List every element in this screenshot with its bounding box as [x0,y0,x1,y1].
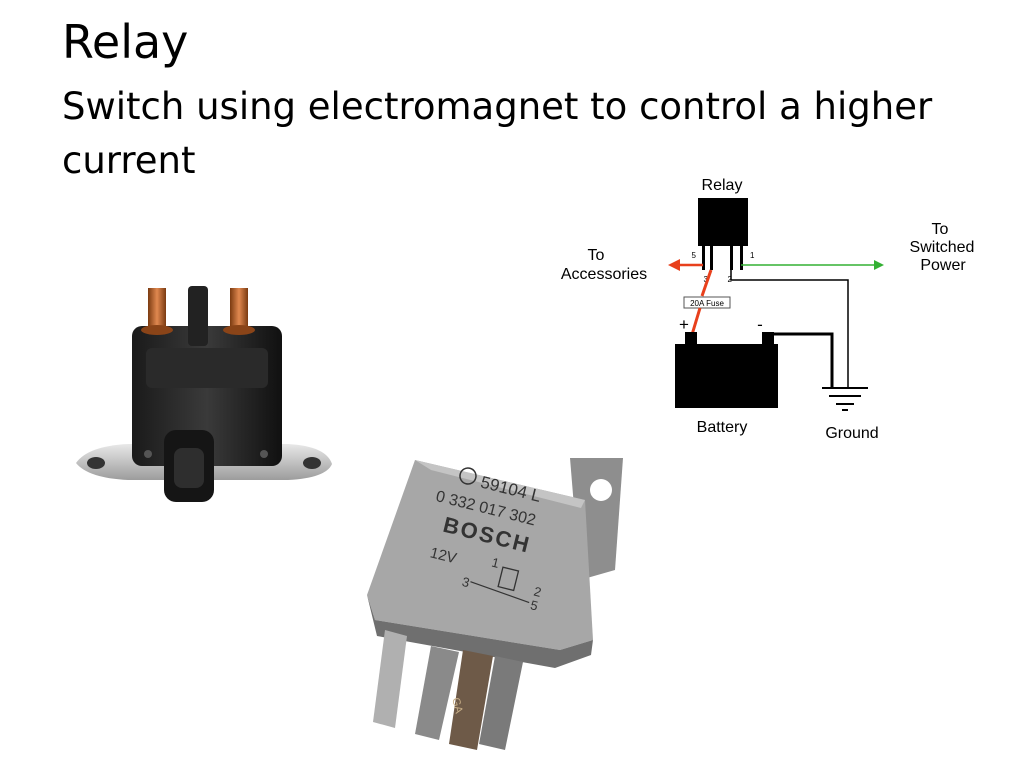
bosch-voltage: 12V [428,544,458,567]
pin-3-label: 3 [704,275,709,284]
to-switched-line3: Power [920,257,966,274]
bosch-relay-photo: 59104 L 0 332 017 302 BOSCH 12V 1 2 3 5 … [367,458,623,750]
accessories-arrow-icon [668,259,680,271]
bosch-tab-mark: GA [449,696,465,715]
to-accessories-line1: To [588,247,605,264]
diagram-relay-label: Relay [702,177,743,194]
ground-label: Ground [825,425,878,442]
slide-title: Relay [62,15,189,69]
bosch-terminal-1: 1 [490,555,501,571]
battery-plus-label: + [679,315,689,334]
to-accessories-line2: Accessories [561,266,647,283]
relay-symbol [698,198,748,246]
to-switched-line2: Switched [910,239,975,256]
fuse-symbol [683,296,731,309]
fuse-label: 20A Fuse [690,299,724,308]
battery-label: Battery [697,419,748,436]
pin-2-label: 2 [728,275,733,284]
to-switched-line1: To [932,221,949,238]
switched-power-arrow-icon [874,260,884,270]
battery-minus-label: - [757,315,763,334]
pin-5-label: 5 [692,251,697,260]
relay-wiring-diagram: Relay 5 1 3 2 To Accessories To Switched… [561,177,975,442]
starter-solenoid-photo [76,286,332,502]
bosch-terminal-2: 2 [532,584,543,600]
slide-subtitle: Switch using electromagnet to control a … [62,85,933,182]
bosch-terminal-3: 3 [461,574,472,590]
pin-1-label: 1 [750,251,755,260]
battery-symbol [675,344,778,408]
bosch-terminal-5: 5 [529,597,540,613]
